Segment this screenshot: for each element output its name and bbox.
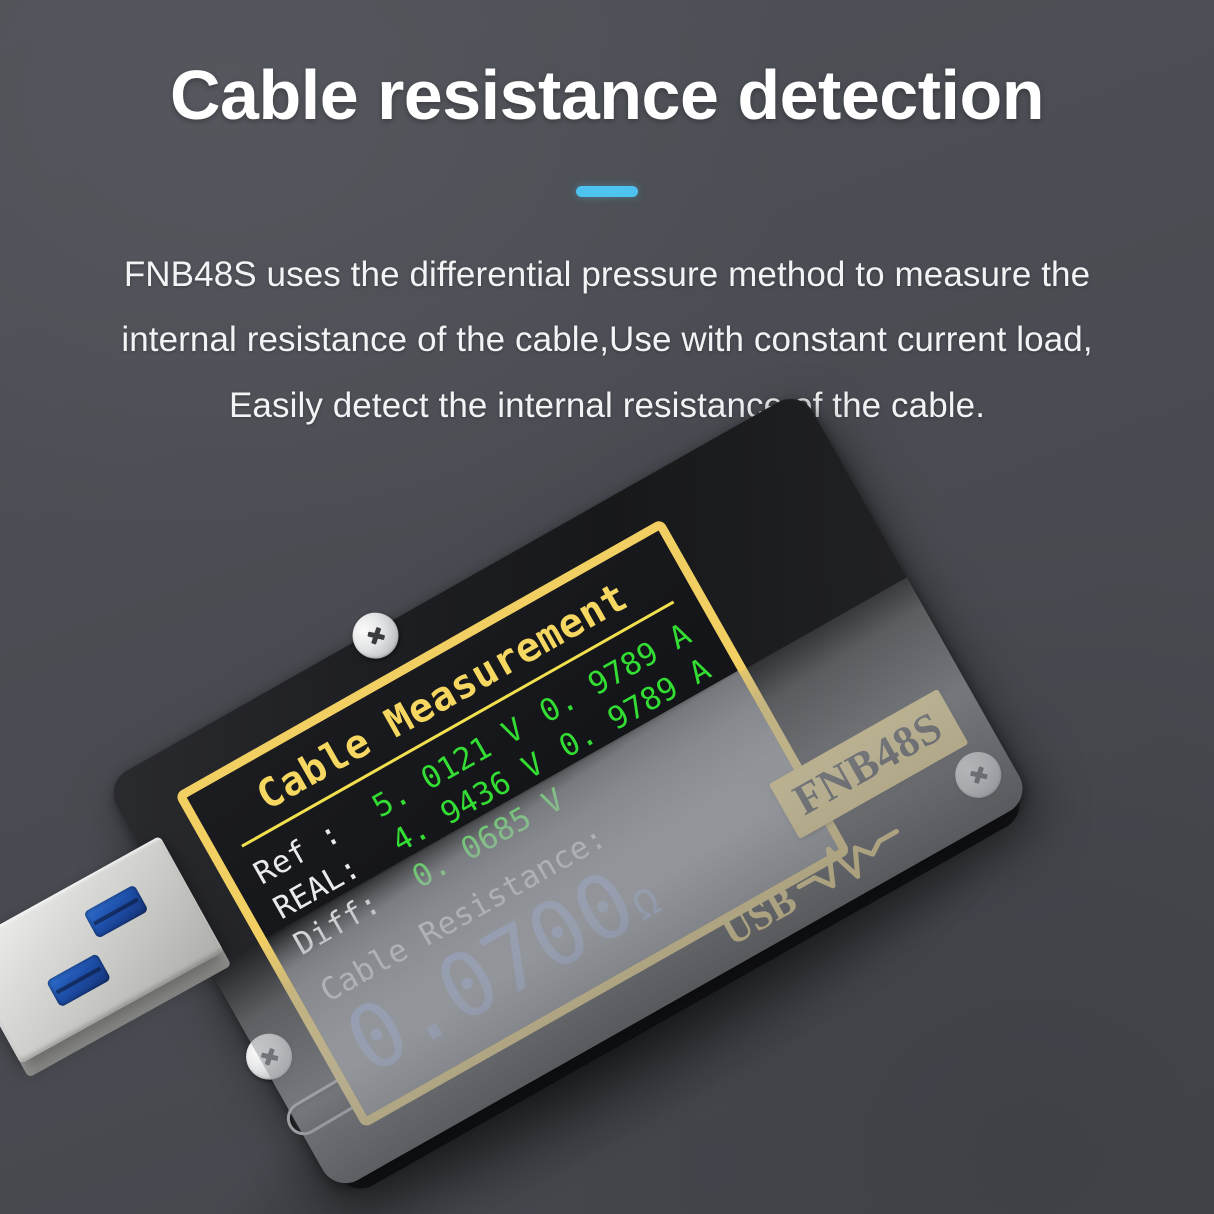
description-paragraph: FNB48S uses the differential pressure me… bbox=[0, 242, 1214, 439]
description-line-3: Easily detect the internal resistance of… bbox=[228, 386, 986, 426]
header: Cable resistance detection FNB48S uses t… bbox=[0, 56, 1214, 439]
accent-divider bbox=[576, 186, 638, 198]
description-line-1: FNB48S uses the differential pressure me… bbox=[123, 254, 1091, 294]
description-line-2: internal resistance of the cable,Use wit… bbox=[121, 320, 1093, 360]
page-title: Cable resistance detection bbox=[170, 56, 1045, 134]
title-divider-wrap bbox=[0, 186, 1214, 198]
usb-tester-device: Cable Measurement Ref : 5. 0121 V 0. 978… bbox=[0, 389, 1032, 1199]
